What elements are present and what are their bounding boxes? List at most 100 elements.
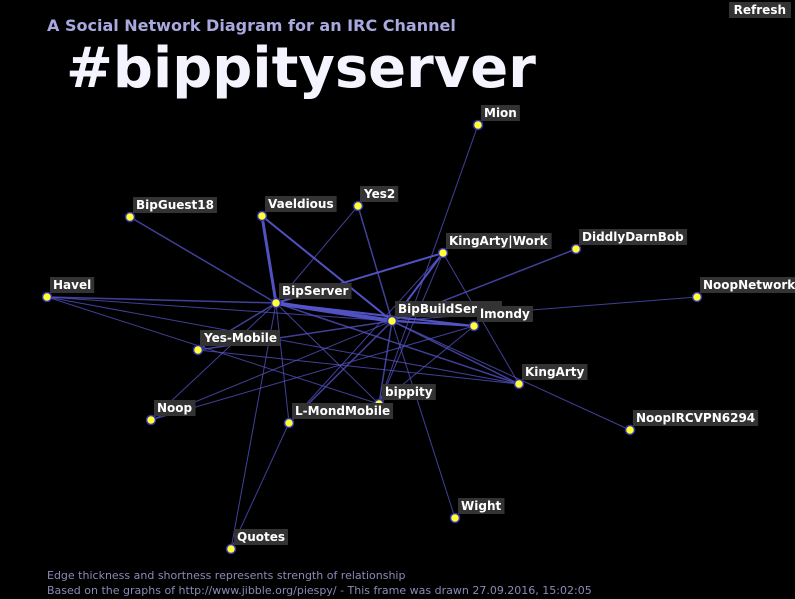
edge-BipBuildServer-Yes2	[357, 205, 393, 322]
edge-BipBuildServer-Havel	[46, 296, 393, 322]
node-label-bg	[700, 277, 795, 293]
node-label: BipBuildServer	[398, 302, 499, 316]
edge-BipBuildServer-NoopIRCVPN6294	[391, 320, 631, 431]
node-label: BipGuest18	[136, 198, 214, 212]
node-label: NoopIRCVPN6294	[636, 411, 755, 425]
channel-title: #bippityserver	[66, 36, 536, 101]
node-label: Quotes	[237, 530, 285, 544]
edge-BipServer-BipGuest18	[129, 216, 277, 304]
node-label: NoopNetwork0607	[703, 278, 795, 292]
edge-BipBuildServer-Vaeldious	[261, 215, 393, 322]
node-Vaeldious: Vaeldious	[256, 196, 337, 222]
node-dot	[124, 211, 136, 223]
node-YesMobile: Yes-Mobile	[192, 330, 280, 356]
node-label: lmondy	[480, 307, 530, 321]
node-label: L-MondMobile	[295, 404, 390, 418]
edge-LMondMobile-Quotes	[230, 422, 290, 550]
node-label-bg	[481, 105, 520, 121]
node-label-bg	[360, 186, 399, 202]
node-label: KingArty	[525, 365, 584, 379]
node-label-bg	[292, 403, 394, 419]
edge-BipBuildServer-lmondy	[391, 320, 475, 327]
refresh-button[interactable]: Refresh	[728, 2, 791, 18]
node-lmondy: lmondy	[468, 306, 533, 332]
node-label: Noop	[157, 401, 193, 415]
edge-YesMobile-KingArty	[197, 349, 520, 385]
edge-BipBuildServer-Wight	[391, 320, 456, 519]
node-dot	[283, 417, 295, 429]
node-label-bg	[446, 233, 552, 249]
node-dot	[472, 119, 484, 131]
node-label-bg	[522, 364, 588, 380]
node-dot	[624, 424, 636, 436]
node-Yes2: Yes2	[352, 186, 399, 212]
node-DiddlyDarnBob: DiddlyDarnBob	[570, 229, 688, 255]
edge-Havel-bippity	[46, 296, 380, 405]
node-dot	[256, 210, 268, 222]
node-label-bg	[279, 283, 352, 299]
edge-BipServer-Vaeldious	[260, 215, 278, 304]
edge-Mion-bippity	[378, 124, 479, 405]
edge-BipBuildServer-KingArty	[391, 320, 520, 385]
node-label: Vaeldious	[268, 197, 334, 211]
node-NoopNetwork0607: NoopNetwork0607	[691, 277, 795, 303]
node-KingArty: KingArty	[513, 364, 588, 390]
node-label-bg	[200, 330, 280, 346]
node-label: DiddlyDarnBob	[582, 230, 684, 244]
node-dot	[468, 320, 480, 332]
node-Wight: Wight	[449, 498, 505, 524]
node-label-bg	[234, 529, 289, 545]
node-label-bg	[50, 277, 95, 293]
node-label: Yes2	[363, 187, 395, 201]
node-label-bg	[395, 301, 503, 317]
node-label-bg	[633, 410, 759, 426]
node-dot	[41, 291, 53, 303]
edge-KingArtyWork-LMondMobile	[288, 252, 444, 424]
node-label: Mion	[484, 106, 517, 120]
edge-Havel-KingArty	[46, 296, 520, 385]
node-Havel: Havel	[41, 277, 95, 303]
node-label: Havel	[53, 278, 91, 292]
node-label: Yes-Mobile	[203, 331, 277, 345]
node-label-bg	[154, 400, 196, 416]
node-dot	[352, 200, 364, 212]
node-BipBuildServer: BipBuildServer	[386, 301, 503, 327]
node-dot	[270, 297, 282, 309]
node-Noop: Noop	[145, 400, 196, 426]
page-subtitle: A Social Network Diagram for an IRC Chan…	[47, 16, 456, 35]
edge-BipBuildServer-bippity	[378, 320, 393, 405]
footer-credit: Based on the graphs of http://www.jibble…	[47, 584, 592, 597]
node-label-bg	[579, 229, 688, 245]
node-dot	[570, 243, 582, 255]
edges-group	[46, 124, 698, 550]
node-dot	[513, 378, 525, 390]
node-label-bg	[477, 306, 533, 322]
edge-BipServer-LMondMobile	[275, 302, 290, 424]
node-dot	[145, 414, 157, 426]
node-label: bippity	[385, 385, 433, 399]
node-dot	[437, 247, 449, 259]
edge-BipServer-bippity	[275, 302, 380, 405]
node-dot	[225, 543, 237, 555]
node-label-bg	[265, 196, 337, 212]
node-BipServer: BipServer	[270, 283, 352, 309]
node-label: BipServer	[282, 284, 349, 298]
node-label-bg	[458, 498, 505, 514]
node-Mion: Mion	[472, 105, 520, 131]
node-label: KingArty|Work	[449, 234, 549, 248]
edge-KingArtyWork-bippity	[378, 252, 444, 405]
node-dot	[386, 315, 398, 327]
node-label: Wight	[461, 499, 501, 513]
node-dot	[449, 512, 461, 524]
edge-Noop-lmondy	[150, 325, 475, 421]
footer-note: Edge thickness and shortness represents …	[47, 569, 406, 582]
node-dot	[192, 344, 204, 356]
node-dot	[691, 291, 703, 303]
node-label-bg	[133, 197, 217, 213]
node-BipGuest18: BipGuest18	[124, 197, 217, 223]
node-NoopIRCVPN6294: NoopIRCVPN6294	[624, 410, 759, 436]
edge-BipServer-KingArty	[275, 302, 520, 385]
node-LMondMobile: L-MondMobile	[283, 403, 394, 429]
